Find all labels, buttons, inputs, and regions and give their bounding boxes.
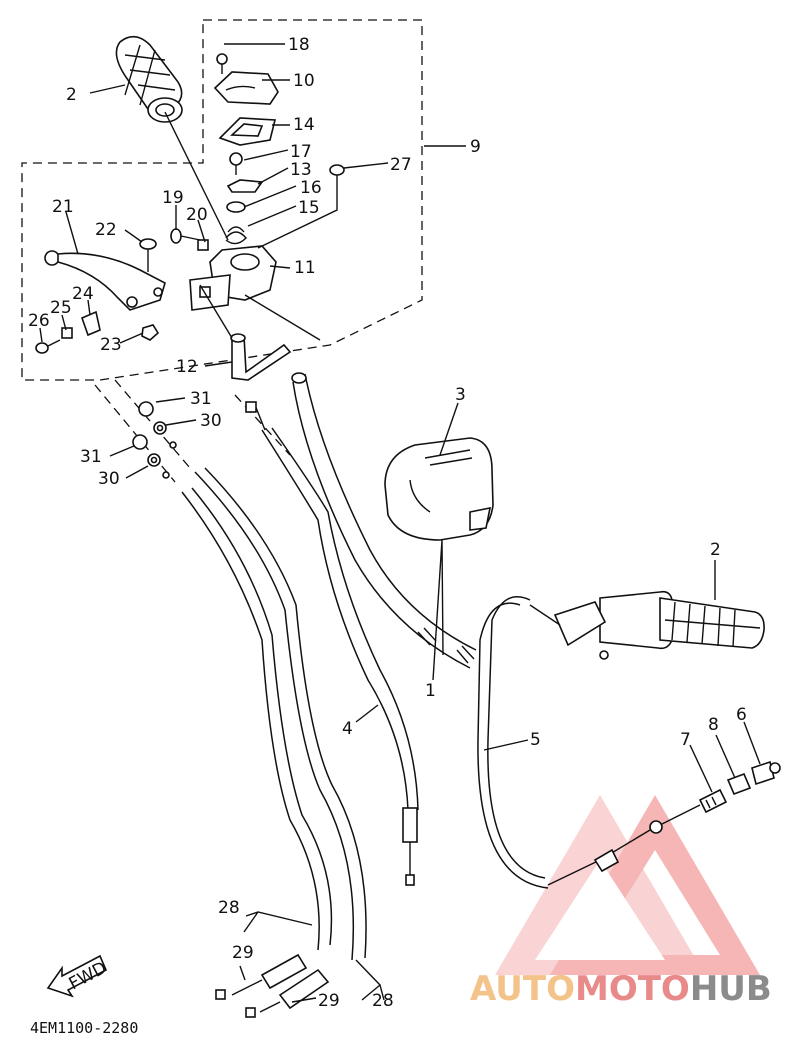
nut-31-lower: [132, 434, 148, 450]
bracket-24: [80, 310, 101, 337]
bolt-22-icon: [139, 238, 157, 272]
callout-29-right: 29: [318, 991, 340, 1011]
callout-5: 5: [530, 730, 541, 750]
callout-10: 10: [293, 71, 315, 91]
cable-end-29-upper: [215, 953, 308, 1000]
callout-6: 6: [736, 705, 747, 725]
watermark-triangle-icon: [495, 795, 760, 975]
callout-18: 18: [288, 35, 310, 55]
callout-2-right: 2: [710, 540, 721, 560]
screw-17-icon: [229, 152, 243, 175]
lever-12: [230, 333, 292, 381]
lever-21: [44, 250, 166, 311]
cable-4: [261, 429, 409, 811]
watermark-auto: AUTO: [470, 969, 575, 1009]
callout-11: 11: [294, 258, 316, 278]
nut-30-upper: [153, 421, 167, 435]
forward-arrow-icon: FWD: [46, 954, 110, 998]
cable-end-throttle: [547, 804, 701, 886]
left-grip: [115, 35, 183, 123]
callout-30-lower: 30: [98, 469, 120, 489]
callout-22: 22: [95, 220, 117, 240]
plate-13: [226, 179, 264, 193]
callout-31-lower: 31: [80, 447, 102, 467]
adjuster-7: [698, 788, 728, 814]
callout-21: 21: [52, 197, 74, 217]
callout-17: 17: [290, 142, 312, 162]
cable-joint: [593, 820, 663, 873]
watermark-hub: HUB: [690, 969, 772, 1009]
washer-16: [226, 201, 246, 213]
watermark-logo: AUTOMOTOHUB: [470, 969, 772, 1009]
callout-3: 3: [455, 385, 466, 405]
callout-16: 16: [300, 178, 322, 198]
throttle-housing: [384, 437, 494, 541]
callout-23: 23: [100, 335, 122, 355]
lever-holder: [189, 245, 277, 311]
diagram-code: 4EM1100-2280: [30, 1019, 138, 1037]
callout-30-upper: 30: [200, 411, 222, 431]
callout-4: 4: [342, 719, 353, 739]
assembly-outline-leader: [94, 379, 291, 483]
callout-13: 13: [290, 160, 312, 180]
callout-28-right: 28: [372, 991, 394, 1011]
throttle-cable: [477, 602, 549, 889]
callout-12: 12: [176, 357, 198, 377]
bolt-27-icon: [329, 164, 345, 185]
cable-28-left: [181, 491, 320, 951]
collar-25: [61, 327, 73, 339]
callout-7: 7: [680, 730, 691, 750]
callout-20: 20: [186, 205, 208, 225]
callout-27: 27: [390, 155, 412, 175]
callout-19: 19: [162, 188, 184, 208]
adjuster-6: [751, 760, 781, 786]
callout-29-left: 29: [232, 943, 254, 963]
callout-26: 26: [28, 311, 50, 331]
spring-20: [225, 226, 247, 245]
callout-25: 25: [50, 298, 72, 318]
callout-28-left: 28: [218, 898, 240, 918]
cable-28-right: [194, 471, 355, 961]
cable-4-end: [402, 807, 418, 843]
cable-end-29-lower: [245, 968, 330, 1018]
leader-lines: [39, 43, 761, 1003]
callout-15: 15: [298, 198, 320, 218]
callout-9: 9: [470, 137, 481, 157]
svg-text:AUTOMOTOHUB: AUTOMOTOHUB: [470, 969, 772, 1009]
callout-1: 1: [425, 681, 436, 701]
gasket-plate: [218, 117, 277, 146]
bolt-19-icon: [170, 228, 201, 244]
callout-31-upper: 31: [190, 389, 212, 409]
cable-28-right-outer: [204, 467, 367, 959]
nut-20b: [197, 239, 209, 251]
screw-18-icon: [216, 53, 228, 74]
adjuster-8: [726, 772, 752, 796]
nut-23: [141, 324, 160, 341]
handlebar: [291, 372, 477, 669]
nut-31-upper: [138, 401, 154, 417]
bolt-26-icon: [35, 339, 61, 354]
nut-30-lower: [147, 453, 161, 467]
callout-2-left: 2: [66, 85, 77, 105]
throttle-cable-outer: [487, 596, 546, 879]
assembly-outline-upper: [21, 19, 423, 381]
right-grip: [529, 590, 765, 660]
cable-4-outer: [271, 427, 419, 811]
watermark-moto: MOTO: [575, 969, 690, 1009]
switch-cover: [213, 71, 279, 105]
callout-14: 14: [293, 115, 315, 135]
callout-24: 24: [72, 284, 94, 304]
cable-28-left-outer: [191, 487, 333, 946]
callout-8: 8: [708, 715, 719, 735]
